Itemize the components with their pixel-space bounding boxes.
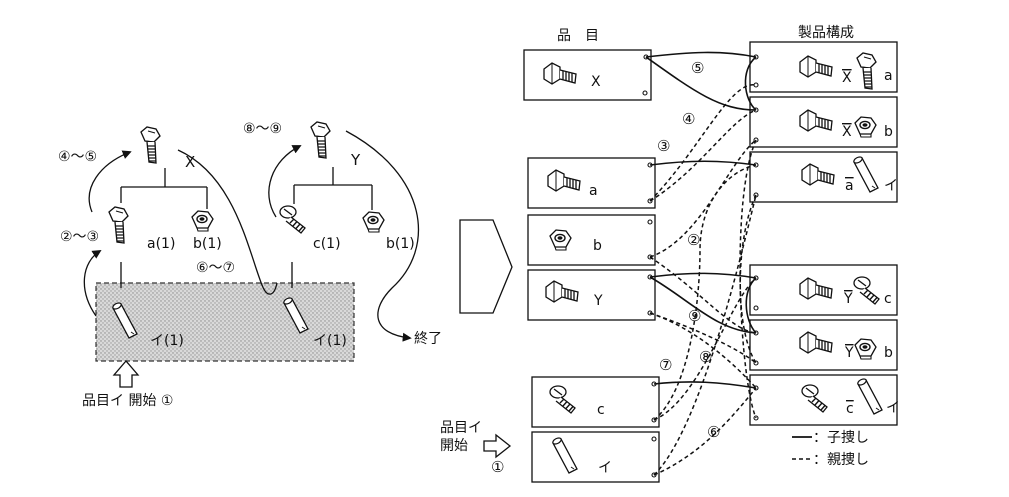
legend-solid-label: ：子捜し: [813, 430, 869, 446]
item-a-label: a: [589, 183, 598, 199]
struct-xa-parent: X: [842, 70, 852, 86]
start-label-line1: 品目イ: [440, 420, 482, 436]
structure-header: 製品構成: [798, 25, 854, 41]
c-screw-icon: [279, 205, 306, 234]
item-card-x: [523, 49, 652, 101]
struct-yb-parent: Y: [844, 345, 854, 361]
struct-xb-parent: X: [842, 124, 852, 140]
step-7: ⑦: [659, 356, 672, 374]
struct-yc-parent: Y: [843, 291, 853, 307]
struct-ai-parent: a: [845, 178, 854, 194]
legend-dashed-label: ：親捜し: [813, 452, 869, 468]
x-bolt-icon: [140, 126, 161, 164]
items-header: 品 目: [557, 28, 599, 44]
step-4-5: ④〜⑤: [58, 149, 97, 165]
parent-search-links: [649, 84, 757, 476]
step-3: ③: [657, 137, 670, 155]
b-nut-icon: [191, 210, 214, 232]
item-b-label: b: [593, 238, 602, 254]
y-bolt-icon: [310, 121, 331, 159]
step-6: ⑥: [707, 423, 720, 441]
a-bolt-icon: [108, 206, 129, 244]
struct-yc-child: c: [884, 291, 892, 307]
struct-ci-child: イ: [886, 400, 900, 416]
item-card-i: [531, 431, 660, 483]
shaded-start-zone: [95, 282, 355, 362]
y-label: Y: [350, 151, 361, 169]
struct-ci-parent: c: [846, 401, 854, 417]
a-label: a(1): [147, 236, 175, 252]
b-label-2: b(1): [386, 236, 415, 252]
end-label: 終了: [414, 331, 442, 347]
step-6-7: ⑥〜⑦: [196, 260, 235, 276]
step-8: ⑧: [699, 348, 712, 366]
i-label: イ(1): [150, 333, 184, 349]
step-9: ⑨: [688, 307, 701, 325]
tree-diagram: X Y a(1) b(1) c(1) b(1) イ(1) イ(1) ④〜⑤ ②〜…: [58, 121, 442, 409]
start-arrow-icon: [112, 360, 140, 388]
struct-yb-child: b: [884, 345, 893, 361]
i-label-2: イ(1): [313, 333, 347, 349]
b-label: b(1): [193, 236, 222, 252]
start-caption: 品目イ 開始 ①: [82, 393, 173, 409]
item-card-c: [531, 376, 660, 428]
struct-xa-child: a: [884, 68, 893, 84]
item-y-label: Y: [593, 293, 603, 309]
step-8-9: ⑧〜⑨: [243, 121, 282, 137]
step-4: ④: [682, 110, 695, 128]
start-step: ①: [491, 458, 504, 476]
start-arrow-right-icon: [483, 433, 512, 459]
struct-xb-child: b: [884, 124, 893, 140]
step-5: ⑤: [691, 59, 704, 77]
item-c-label: c: [597, 402, 605, 418]
step-2-3: ②〜③: [60, 229, 99, 245]
c-label: c(1): [313, 236, 341, 252]
item-x-label: X: [591, 74, 601, 90]
transition-chevron-icon: [459, 219, 513, 314]
start-label-line2: 開始: [440, 438, 468, 454]
step-2: ②: [687, 231, 700, 249]
b-nut-icon-2: [362, 211, 385, 233]
x-label: X: [185, 153, 195, 171]
item-card-b: [527, 214, 656, 266]
item-i-label: イ: [598, 460, 612, 476]
struct-ai-child: イ: [884, 178, 898, 194]
child-search-links: [645, 51, 757, 389]
table-diagram: 品 目 製品構成 X a b Y c イ X a X: [440, 25, 900, 483]
